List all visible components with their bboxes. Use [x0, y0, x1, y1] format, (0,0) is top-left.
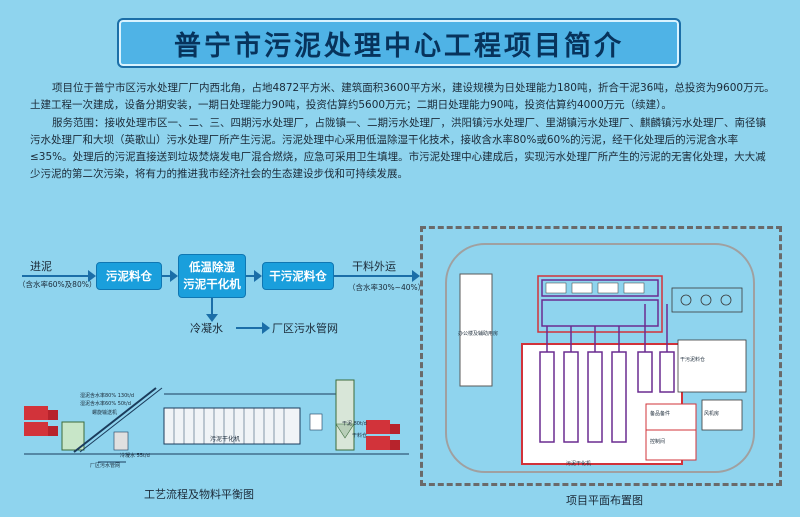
dryer-machine-icon — [163, 407, 301, 445]
flow-arrow-2 — [162, 275, 172, 277]
layout-spare-room-label: 备品备件 — [650, 411, 671, 417]
flow-condensate-label: 冷凝水 — [190, 322, 223, 335]
process-conveyor-label: 螺旋输送机 — [92, 410, 118, 416]
layout-caption: 项目平面布置图 — [566, 494, 643, 507]
process-left-note-1: 湿泥含水率80% 130t/d — [80, 393, 135, 399]
office-building-icon — [459, 273, 493, 387]
layout-control-room-label: 控制间 — [650, 439, 666, 445]
flow-box-sludge-silo: 污泥料仓 — [96, 262, 162, 290]
flow-arrowhead-4 — [412, 270, 420, 282]
wet-silo-icon — [61, 421, 85, 451]
process-caption: 工艺流程及物料平衡图 — [144, 488, 254, 501]
flow-box-dryer: 低温除湿 污泥干化机 — [178, 254, 246, 298]
flow-arrowhead-5 — [262, 322, 270, 334]
title-banner: 普宁市污泥处理中心工程项目简介 — [117, 18, 681, 68]
conveyor-icon — [73, 387, 157, 453]
layout-dryer-hall-label: 污泥干化机 — [566, 461, 592, 467]
process-dryer-label: 污泥干化机 — [210, 436, 241, 443]
page-title: 普宁市污泥处理中心工程项目简介 — [174, 30, 624, 62]
process-left-note-2: 湿泥含水率60% 50t/d — [80, 401, 131, 407]
site-boundary — [420, 226, 782, 486]
flow-arrow-down — [211, 298, 213, 316]
flow-arrowhead-3 — [254, 270, 262, 282]
process-dry-silo-label: 干料仓 — [352, 433, 368, 439]
flow-input-sub: （含水率60%及80%） — [18, 280, 97, 289]
flow-arrowhead-2 — [170, 270, 178, 282]
intro-paragraph-2: 服务范围：接收处理市区一、二、三、四期污水处理厂，占陇镇一、二期污水处理厂，洪阳… — [30, 117, 766, 180]
layout-office-label: 办公楼及辅助用房 — [458, 331, 499, 337]
flow-box-dryer-line2: 污泥干化机 — [183, 277, 241, 291]
truck-right-icon — [366, 420, 390, 434]
flow-arrowhead-1 — [88, 270, 96, 282]
flow-arrow-5 — [236, 327, 264, 329]
truck-left-1-icon — [24, 406, 48, 420]
flow-input-label: 进泥 — [30, 260, 52, 273]
flow-arrow-1 — [22, 275, 90, 277]
dry-silo-tower-icon — [335, 379, 355, 451]
process-cond-note: 冷凝水 55t/d — [120, 453, 150, 459]
flow-arrowhead-down — [206, 314, 218, 322]
process-out-note: 干泥 80t/d — [342, 421, 367, 427]
flow-box-dry-silo: 干污泥料仓 — [262, 262, 334, 290]
layout-small-room-label: 风机房 — [704, 411, 720, 417]
flow-output-label: 干料外运 — [352, 260, 396, 273]
process-drawing — [24, 379, 409, 463]
layout-drawing — [459, 273, 747, 465]
flow-arrow-3 — [246, 275, 256, 277]
flow-sewer-label: 厂区污水管网 — [272, 322, 338, 335]
site-road — [445, 243, 755, 473]
intro-paragraph-1: 项目位于普宁市区污水处理厂厂内西北角，占地4872平方米、建筑面积3600平方米… — [30, 82, 775, 111]
layout-right-room-label: 干污泥料仓 — [680, 357, 706, 363]
intro-text: 项目位于普宁市区污水处理厂厂内西北角，占地4872平方米、建筑面积3600平方米… — [30, 80, 775, 183]
truck-left-2-icon — [24, 422, 48, 436]
flow-box-dryer-line1: 低温除湿 — [189, 260, 235, 274]
process-pipe-label: 厂区污水管网 — [90, 463, 121, 469]
flow-output-sub: （含水率30%~40%） — [348, 283, 426, 292]
flow-arrow-4 — [334, 275, 414, 277]
